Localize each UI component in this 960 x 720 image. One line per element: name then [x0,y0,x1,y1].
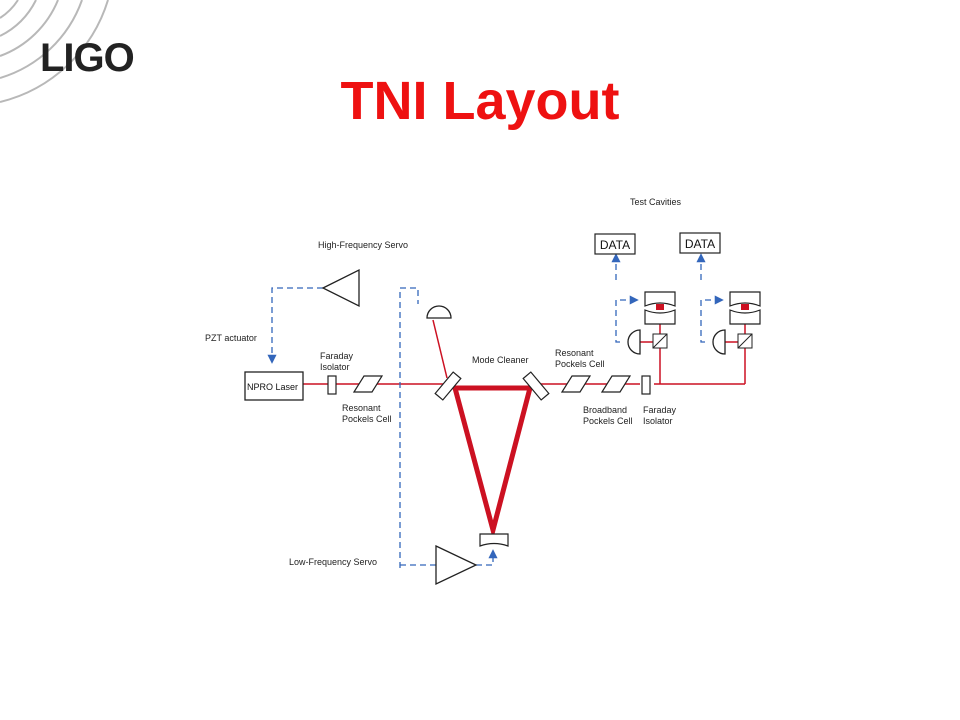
laser-beam [303,319,746,385]
label-mode-cleaner: Mode Cleaner [472,355,529,365]
label-test-cavities: Test Cavities [630,197,682,207]
data-output-1: DATA [594,233,636,255]
label-faraday-left-1: Faraday [320,351,354,361]
svg-text:DATA: DATA [685,237,715,251]
data-output-2: DATA [679,232,721,254]
label-resonant-pockels-left-2: Pockels Cell [342,414,392,424]
label-low-frequency-servo: Low-Frequency Servo [289,557,377,567]
logo-arcs [0,0,109,103]
mode-cleaner-output-mirror [522,371,550,401]
broadband-pockels-cell [600,375,632,393]
mode-cleaner-end-mirror [479,533,509,547]
faraday-isolator-right [641,375,651,395]
mode-cleaner-cavity [451,385,534,540]
label-resonant-pockels-left-1: Resonant [342,403,381,413]
test-cavity-2 [712,291,761,355]
resonant-pockels-cell-right [560,375,592,393]
label-faraday-left-2: Isolator [320,362,350,372]
label-high-frequency-servo: High-Frequency Servo [318,240,408,250]
test-cavity-1 [627,291,676,355]
servo-lines [267,253,724,568]
label-broadband-pockels-1: Broadband [583,405,627,415]
high-frequency-servo-amplifier [321,268,360,308]
page-title: TNI Layout [340,71,620,131]
label-broadband-pockels-2: Pockels Cell [583,416,633,426]
label-faraday-right-1: Faraday [643,405,677,415]
mode-cleaner-input-mirror [434,371,462,401]
ligo-logo: LIGO [40,36,135,80]
label-pzt-actuator: PZT actuator [205,333,257,343]
svg-text:DATA: DATA [600,238,630,252]
low-frequency-servo-amplifier [435,544,478,586]
high-frequency-photodetector [426,305,452,319]
npro-laser: NPRO Laser [244,371,304,401]
label-faraday-right-2: Isolator [643,416,673,426]
faraday-isolator-left [327,375,337,395]
svg-text:NPRO Laser: NPRO Laser [247,382,298,392]
resonant-pockels-cell-left [352,375,384,393]
label-resonant-pockels-right-2: Pockels Cell [555,359,605,369]
label-resonant-pockels-right-1: Resonant [555,348,594,358]
